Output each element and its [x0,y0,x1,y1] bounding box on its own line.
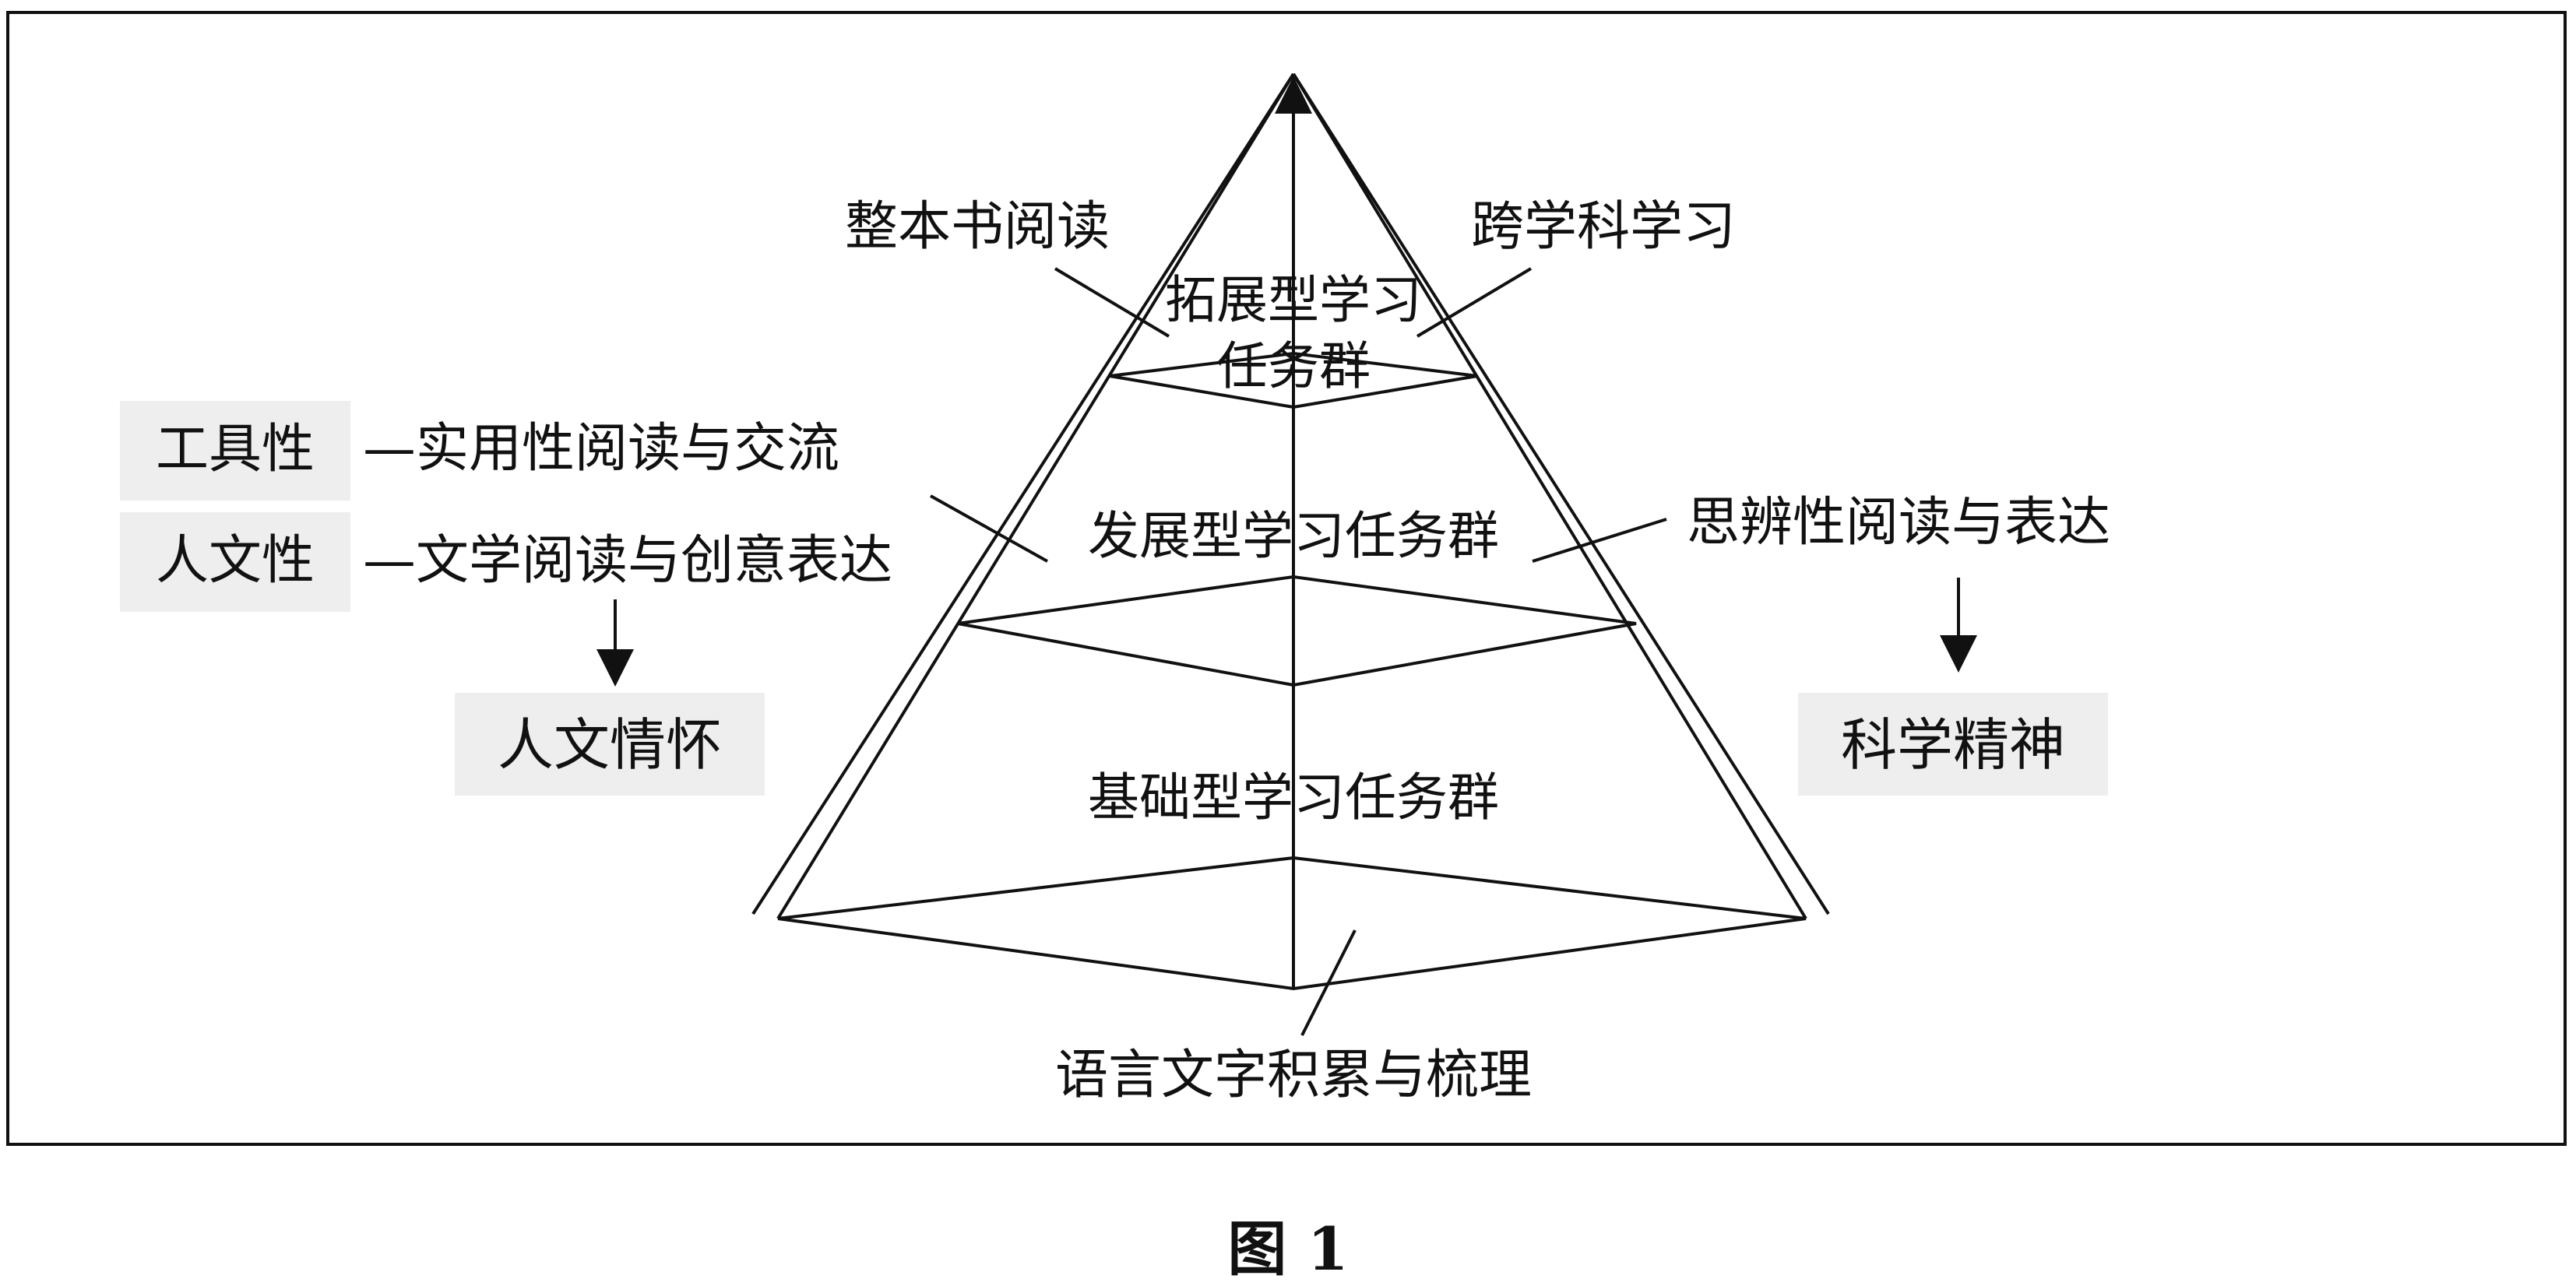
figure-caption: 图 1 [1227,1214,1348,1284]
base-leader [1300,929,1357,1036]
top-right-leader [1416,267,1533,338]
bottom-tier-label: 基础型学习任务群 [1088,768,1499,827]
right-outer-edge [1292,72,1830,915]
left-outer-edge [751,72,1295,915]
top-left-label: 整本书阅读 [845,196,1110,258]
middle-tier-boundary [957,574,1637,687]
middle-right-leader [1532,518,1667,563]
middle-left-leader [930,494,1048,563]
top-tier-label-line1: 拓展型学习 [1165,270,1422,330]
right-result-label: 科学精神 [1841,712,2065,778]
right-result-box [1798,693,2108,796]
left-box-1 [120,401,350,501]
figure-frame [6,11,2567,1146]
top-tier-label-line2: 任务群 [1216,336,1371,396]
top-tier-boundary [1109,351,1478,409]
left-box-2 [120,512,350,612]
left-inner-edge [776,72,1295,920]
left-box-2-label: 人文性 [156,530,315,592]
right-inner-edge [1292,72,1807,920]
left-box-1-label: 工具性 [156,419,315,480]
top-left-leader [1054,267,1170,338]
left-result-label: 人文情怀 [498,712,722,778]
right-middle-label: 思辨性阅读与表达 [1687,492,2110,553]
middle-tier-label: 发展型学习任务群 [1088,506,1499,566]
bottom-tier-boundary [777,856,1807,991]
left-line-1-label: —实用性阅读与交流 [363,418,839,480]
top-right-label: 跨学科学习 [1471,196,1736,258]
left-result-box [455,693,765,796]
base-label: 语言文字积累与梳理 [1055,1045,1532,1106]
left-line-2-label: —文学阅读与创意表达 [363,530,892,592]
